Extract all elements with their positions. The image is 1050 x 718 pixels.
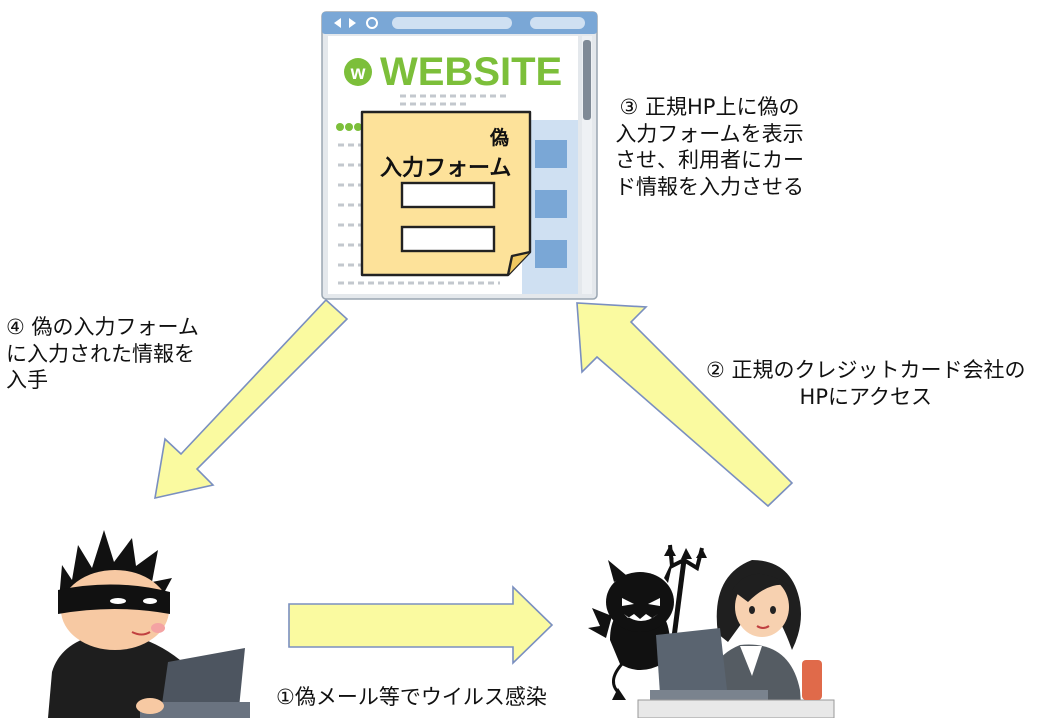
- step3-label: ③ 正規HP上に偽の 入力フォームを表示 させ、利用者にカー ド情報を入力させる: [615, 95, 804, 199]
- step1-label: ①偽メール等でウイルス感染: [276, 685, 547, 709]
- arrow-step4: [154, 298, 349, 500]
- step2-label: ② 正規のクレジットカード会社の HPにアクセス: [706, 358, 1026, 409]
- fake-form-note: [360, 110, 532, 277]
- victim-desk: [637, 699, 835, 718]
- forward-icon: [349, 18, 356, 28]
- scrollbar-thumb: [583, 40, 591, 120]
- header-text-lines: [400, 94, 510, 106]
- victim-chair: [802, 660, 822, 700]
- arrow-step1: [288, 585, 554, 665]
- logo-badge-icon: [344, 58, 372, 86]
- hacker-laptop-base: [140, 702, 250, 718]
- fake-form-tag: 偽: [490, 127, 510, 149]
- hacker-body: [48, 632, 200, 718]
- hacker-hand: [136, 698, 164, 714]
- hacker-eye-icon: [110, 598, 126, 604]
- step4-label: ④ 偽の入力フォーム に入力された情報を 入手: [6, 315, 199, 393]
- address-bar: [392, 17, 512, 29]
- svg-text:w: w: [350, 63, 366, 84]
- website-logo: w WEBSITE: [344, 50, 562, 94]
- back-icon: [334, 18, 341, 28]
- victim-laptop-base: [650, 690, 768, 700]
- nav-dots: [336, 123, 362, 131]
- victim-laptop: [656, 628, 727, 694]
- body-text-lines: [338, 143, 500, 285]
- hacker-mouth: [131, 631, 151, 636]
- devil-icon: [588, 544, 707, 700]
- hacker-cheek: [151, 623, 165, 633]
- sidebar-blocks: [535, 140, 567, 268]
- fake-form-input-2: [400, 225, 496, 253]
- fake-form-title: 入力フォーム: [380, 156, 512, 181]
- logo-text: WEBSITE: [380, 50, 562, 94]
- scrollbar-track: [582, 36, 592, 294]
- reload-icon: [366, 17, 378, 29]
- hacker-eye-icon: [143, 598, 157, 604]
- fake-form-input-1: [400, 181, 496, 209]
- hacker-laptop: [160, 648, 245, 718]
- arrow-step2: [576, 302, 794, 508]
- search-bar: [530, 17, 585, 29]
